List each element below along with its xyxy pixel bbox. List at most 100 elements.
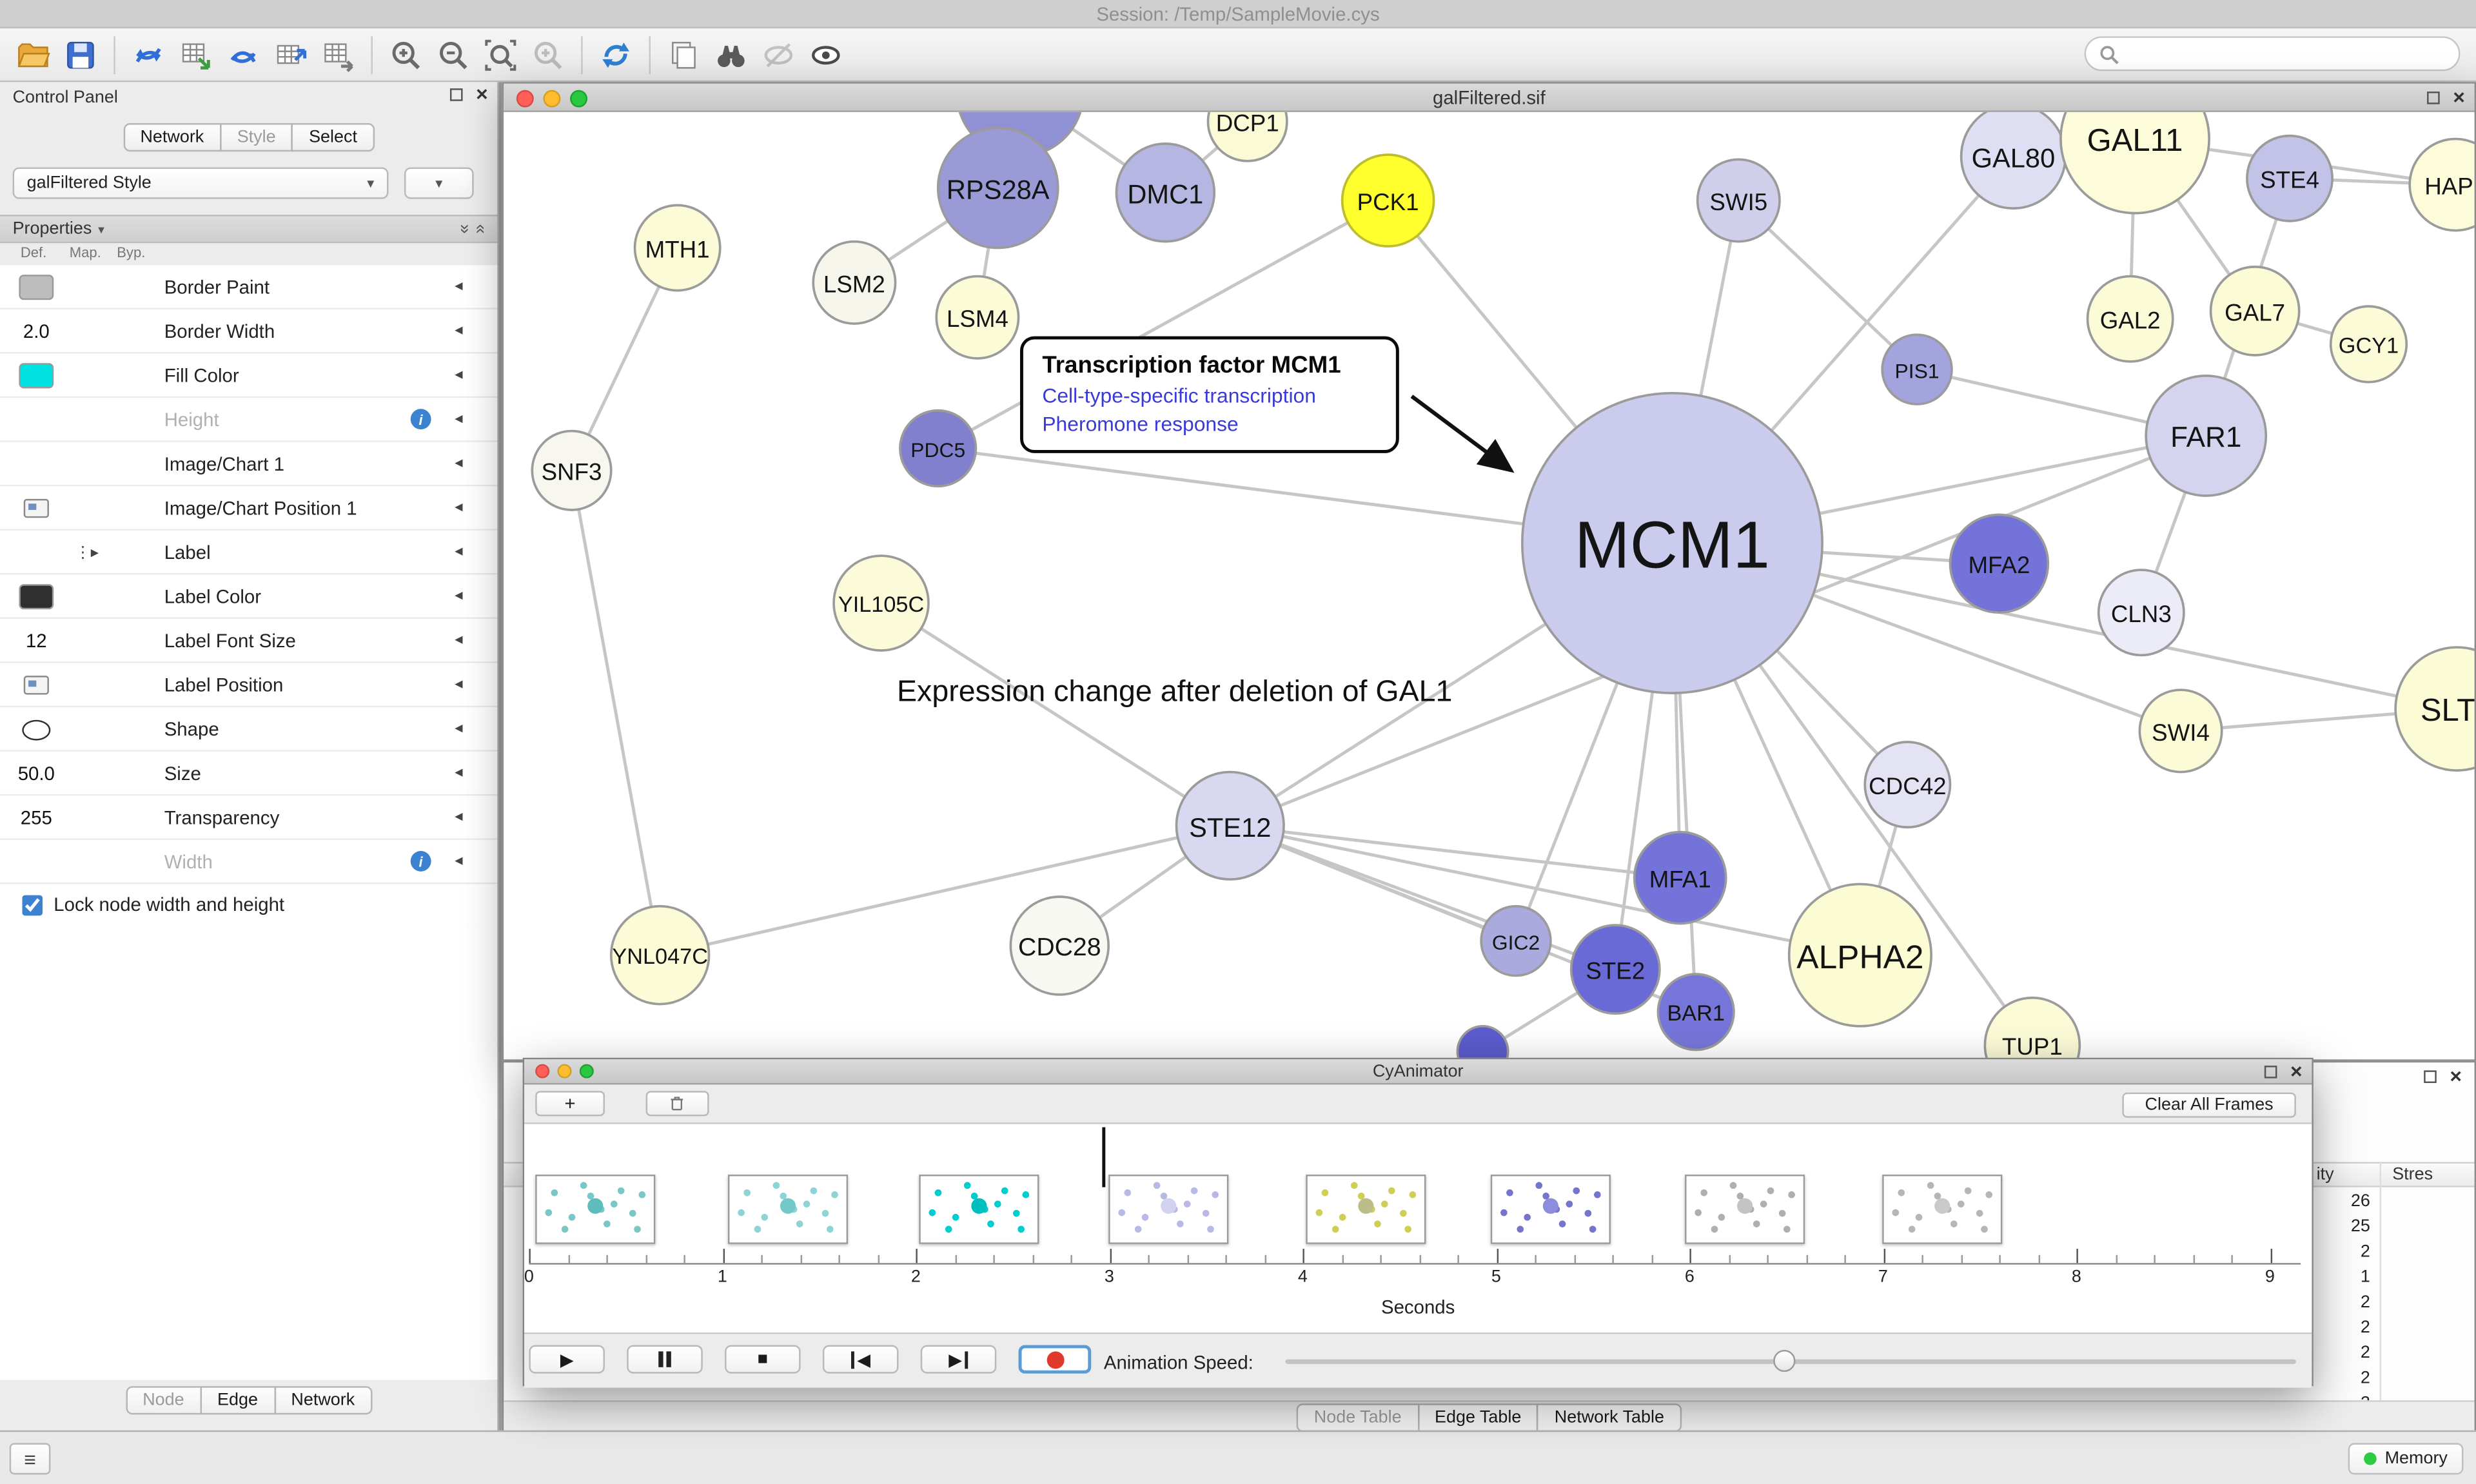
frame-thumbnail-6[interactable] bbox=[1685, 1175, 1805, 1244]
style-selector[interactable]: galFiltered Style ▾ bbox=[12, 167, 389, 199]
expand-arrow-icon[interactable]: ◂ bbox=[455, 322, 463, 340]
node-gic2[interactable] bbox=[1480, 904, 1552, 977]
bypass-cell[interactable] bbox=[113, 619, 161, 663]
node-mfa1[interactable] bbox=[1633, 830, 1727, 925]
style-property-label[interactable]: ⋮▸Label◂ bbox=[0, 530, 498, 575]
table-cell[interactable]: 25 bbox=[2350, 1217, 2370, 1236]
mapping-cell[interactable] bbox=[63, 752, 110, 796]
bypass-cell[interactable] bbox=[113, 796, 161, 840]
expand-arrow-icon[interactable]: ◂ bbox=[455, 808, 463, 826]
node-swi5[interactable] bbox=[1696, 158, 1781, 243]
bypass-cell[interactable] bbox=[113, 663, 161, 708]
close-panel-icon[interactable]: × bbox=[476, 82, 488, 106]
clear-all-frames-button[interactable]: Clear All Frames bbox=[2122, 1092, 2296, 1118]
mapping-cell[interactable]: ⋮▸ bbox=[63, 531, 110, 575]
annotation-link[interactable]: Pheromone response bbox=[1042, 412, 1239, 436]
style-property-image-chart-position-1[interactable]: Image/Chart Position 1◂ bbox=[0, 486, 498, 531]
expand-arrow-icon[interactable]: ◂ bbox=[455, 410, 463, 428]
add-frame-button[interactable]: + bbox=[535, 1091, 605, 1117]
expand-all-icon[interactable]: « bbox=[470, 224, 490, 234]
bypass-cell[interactable] bbox=[113, 398, 161, 442]
default-value-cell[interactable] bbox=[13, 840, 60, 884]
bypass-cell[interactable] bbox=[113, 531, 161, 575]
bypass-cell[interactable] bbox=[113, 707, 161, 752]
default-value-cell[interactable]: 255 bbox=[13, 796, 60, 840]
record-button[interactable] bbox=[1018, 1345, 1092, 1374]
find-neighbors-button[interactable] bbox=[707, 32, 754, 77]
style-property-image-chart-1[interactable]: Image/Chart 1◂ bbox=[0, 442, 498, 487]
style-property-shape[interactable]: Shape◂ bbox=[0, 707, 498, 752]
bypass-cell[interactable] bbox=[113, 442, 161, 487]
table-cell[interactable]: 2 bbox=[2360, 1343, 2370, 1363]
default-value-cell[interactable] bbox=[13, 663, 60, 708]
default-value-cell[interactable] bbox=[13, 486, 60, 531]
color-swatch[interactable] bbox=[19, 363, 54, 389]
default-value-cell[interactable] bbox=[13, 707, 60, 752]
import-table-button[interactable] bbox=[172, 32, 219, 77]
search-box[interactable] bbox=[2084, 36, 2461, 72]
float-panel-icon[interactable] bbox=[450, 88, 464, 101]
tab-network-style[interactable]: Network bbox=[273, 1386, 373, 1415]
node-ste2[interactable] bbox=[1569, 924, 1661, 1015]
default-value-cell[interactable]: 12 bbox=[13, 619, 60, 663]
save-session-button[interactable] bbox=[57, 32, 104, 77]
node-mth1[interactable] bbox=[633, 204, 722, 292]
show-all-button[interactable] bbox=[802, 32, 849, 77]
node-far1[interactable] bbox=[2145, 375, 2268, 497]
frame-thumbnail-5[interactable] bbox=[1490, 1175, 1611, 1244]
network-canvas[interactable]: RPS28BRPS28ADMC1DCP1PCK1SWI5GAL80GAL11ST… bbox=[504, 112, 2475, 1060]
tab-edge[interactable]: Edge bbox=[200, 1386, 275, 1415]
node-dmc1[interactable] bbox=[1115, 142, 1216, 243]
frame-thumbnail-7[interactable] bbox=[1882, 1175, 2003, 1244]
mapping-cell[interactable] bbox=[63, 309, 110, 354]
mapping-cell[interactable] bbox=[63, 574, 110, 619]
bypass-cell[interactable] bbox=[113, 265, 161, 309]
delete-frame-button[interactable] bbox=[645, 1091, 709, 1117]
play-button[interactable]: ▶ bbox=[529, 1345, 605, 1374]
node-dcp1[interactable] bbox=[1206, 112, 1288, 162]
node-pck1[interactable] bbox=[1341, 153, 1435, 248]
node-snf3[interactable] bbox=[531, 429, 613, 511]
network-edge-ste12-alpha2[interactable] bbox=[1230, 824, 1861, 957]
node-pdc5[interactable] bbox=[899, 409, 978, 488]
default-value-cell[interactable] bbox=[13, 265, 60, 309]
default-value-cell[interactable] bbox=[13, 398, 60, 442]
table-column-header[interactable]: Stres bbox=[2392, 1165, 2433, 1184]
bypass-cell[interactable] bbox=[113, 486, 161, 531]
tab-network[interactable]: Network bbox=[123, 123, 222, 152]
snapshot-button[interactable] bbox=[660, 32, 707, 77]
network-edge-ynl047c-ste12[interactable] bbox=[660, 824, 1231, 957]
node-cdc42[interactable] bbox=[1863, 741, 1952, 829]
node-gcy1[interactable] bbox=[2329, 305, 2408, 384]
mapping-cell[interactable] bbox=[63, 265, 110, 309]
minimize-traffic-light[interactable] bbox=[557, 1064, 572, 1079]
tab-style[interactable]: Style bbox=[219, 123, 293, 152]
expand-arrow-icon[interactable]: ◂ bbox=[455, 278, 463, 295]
default-value-cell[interactable] bbox=[13, 354, 60, 398]
node-gal2[interactable] bbox=[2086, 275, 2174, 363]
node-lsm4[interactable] bbox=[935, 275, 1020, 360]
expand-arrow-icon[interactable]: ◂ bbox=[455, 587, 463, 605]
expand-arrow-icon[interactable]: ◂ bbox=[455, 631, 463, 649]
default-value-cell[interactable] bbox=[13, 442, 60, 487]
table-column-header[interactable]: ity bbox=[2316, 1165, 2334, 1184]
mapping-cell[interactable] bbox=[63, 663, 110, 708]
float-panel-icon[interactable] bbox=[2424, 1070, 2437, 1084]
default-value-cell[interactable] bbox=[13, 574, 60, 619]
table-cell[interactable]: 2 bbox=[2360, 1293, 2370, 1313]
zoom-traffic-light[interactable] bbox=[570, 90, 588, 108]
export-image-button[interactable] bbox=[314, 32, 361, 77]
mapping-cell[interactable] bbox=[63, 619, 110, 663]
tab-edge-table[interactable]: Edge Table bbox=[1417, 1402, 1539, 1432]
network-edge-ste12-mfa1[interactable] bbox=[1230, 824, 1680, 880]
slider-thumb[interactable] bbox=[1773, 1349, 1796, 1372]
frame-thumbnail-2[interactable] bbox=[919, 1175, 1039, 1244]
search-input[interactable] bbox=[2128, 43, 2446, 65]
frame-thumbnail-3[interactable] bbox=[1108, 1175, 1229, 1244]
node-tup1[interactable] bbox=[1983, 996, 2081, 1060]
bypass-cell[interactable] bbox=[113, 354, 161, 398]
expand-arrow-icon[interactable]: ◂ bbox=[455, 852, 463, 870]
node-cln3[interactable] bbox=[2097, 569, 2185, 657]
